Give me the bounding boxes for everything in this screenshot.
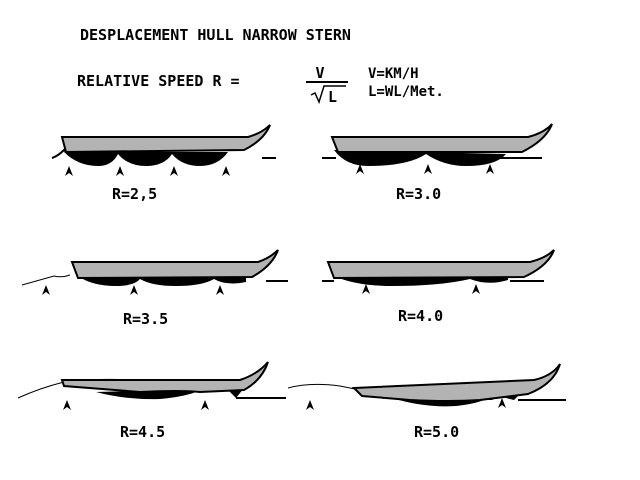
panel-r45: R=4.5 <box>17 361 286 441</box>
wave-crest-arrow-icon <box>116 166 124 176</box>
formula-numerator: V <box>315 64 324 82</box>
hull <box>60 124 271 154</box>
panel-label: R=4.5 <box>120 423 165 441</box>
wave-trough-shading <box>64 152 228 166</box>
panel-r35: R=3.5 <box>21 249 288 328</box>
panel-label: R=3.0 <box>396 185 441 203</box>
wave-trough-shading <box>96 388 244 400</box>
panel-label: R=3.5 <box>123 310 168 328</box>
wave-crest-arrow-icon <box>356 164 364 174</box>
hull <box>326 249 555 280</box>
panel-label: R=2,5 <box>112 185 157 203</box>
relative-speed-formula: RELATIVE SPEED R = V L V=KM/H L=WL/Met. <box>77 64 444 106</box>
wave-crest-arrow-icon <box>201 400 209 410</box>
wave-crest-arrow-icon <box>130 285 138 295</box>
wave-crest-arrow-icon <box>65 166 73 176</box>
panel-label: R=5.0 <box>414 423 459 441</box>
hull <box>70 249 279 280</box>
wave-crest-arrow-icon <box>498 398 506 408</box>
formula-def-v: V=KM/H <box>368 66 419 82</box>
panel-r50: R=5.0 <box>287 363 566 441</box>
hull <box>60 361 269 394</box>
panel-r40: R=4.0 <box>322 249 555 325</box>
wave-crest-arrow-icon <box>222 166 230 176</box>
wave-crest-arrow-icon <box>424 164 432 174</box>
wave-crest-arrow-icon <box>63 400 71 410</box>
formula-denominator: L <box>328 88 337 106</box>
wave-crest-arrow-icon <box>42 285 50 295</box>
diagram-title: DESPLACEMENT HULL NARROW STERN <box>80 26 351 44</box>
panel-label: R=4.0 <box>398 307 443 325</box>
panel-r25: R=2,5 <box>51 124 276 203</box>
wave-crest-arrow-icon <box>472 284 480 294</box>
hull <box>351 363 561 402</box>
wave-profile <box>21 274 71 286</box>
wave-crest-arrow-icon <box>362 284 370 294</box>
formula-def-l: L=WL/Met. <box>368 84 444 100</box>
sqrt-sign-icon <box>310 85 346 105</box>
wave-crest-arrow-icon <box>170 166 178 176</box>
wave-crest-arrow-icon <box>306 400 314 410</box>
hull <box>330 123 553 153</box>
formula-lhs: RELATIVE SPEED R = <box>77 72 240 90</box>
wave-crest-arrow-icon <box>486 164 494 174</box>
wave-trough-shading <box>334 150 506 166</box>
panel-r30: R=3.0 <box>322 123 553 203</box>
wave-crest-arrow-icon <box>216 285 224 295</box>
